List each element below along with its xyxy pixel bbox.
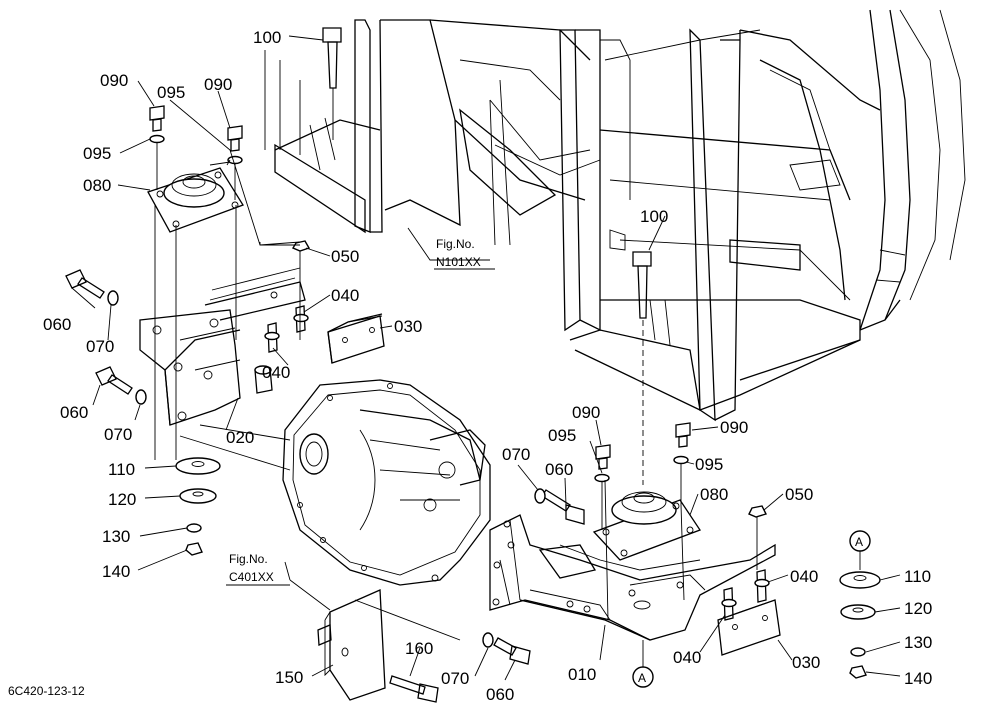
marker-a-detail: A — [855, 535, 863, 549]
fig-ref-left-line1: Fig.No. — [229, 552, 268, 566]
figure-references: Fig.No. N101XX Fig.No. C401XX — [226, 237, 495, 586]
detail-a-stack — [839, 571, 881, 679]
ref-110a: 110 — [108, 460, 135, 479]
ref-040a: 040 — [331, 286, 359, 305]
cover-plate-assembly — [289, 579, 461, 703]
ref-060b: 060 — [60, 403, 88, 422]
leader-lines — [71, 35, 901, 681]
fig-ref-top-line1: Fig.No. — [436, 237, 475, 251]
detail-markers: A A — [632, 530, 871, 688]
ref-090a: 090 — [100, 71, 128, 90]
ref-110b: 110 — [904, 567, 931, 586]
left-mount-assembly — [65, 27, 385, 556]
ref-020a: 020 — [226, 428, 254, 447]
ref-060c: 060 — [545, 460, 573, 479]
ref-090b: 090 — [204, 75, 232, 94]
ref-100a: 100 — [253, 28, 281, 47]
ref-150a: 150 — [275, 668, 303, 687]
marker-a-circle-detail — [849, 530, 871, 552]
ref-090d: 090 — [720, 418, 748, 437]
marker-a-circle-bracket — [632, 666, 654, 688]
ref-070d: 070 — [441, 669, 469, 688]
ref-095c: 095 — [548, 426, 576, 445]
ref-070b: 070 — [104, 425, 132, 444]
ref-060a: 060 — [43, 315, 71, 334]
reference-labels: 100 090 095 090 095 080 050 040 030 060 … — [43, 28, 932, 704]
ref-030a: 030 — [394, 317, 422, 336]
marker-a-bracket: A — [638, 671, 646, 685]
ref-130a: 130 — [102, 527, 130, 546]
ref-095a: 095 — [157, 83, 185, 102]
ref-050b: 050 — [785, 485, 813, 504]
ref-050a: 050 — [331, 247, 359, 266]
fig-ref-top-line2: N101XX — [436, 255, 481, 269]
ref-060d: 060 — [486, 685, 514, 704]
ref-160a: 160 — [405, 639, 433, 658]
fig-ref-left-line2: C401XX — [229, 570, 274, 584]
ref-100b: 100 — [640, 207, 668, 226]
ref-040c: 040 — [790, 567, 818, 586]
transmission-housing — [179, 379, 491, 586]
ref-140b: 140 — [904, 669, 932, 688]
ref-120b: 120 — [904, 599, 932, 618]
drawing-code: 6C420-123-12 — [8, 684, 85, 698]
ref-095b: 095 — [83, 144, 111, 163]
ref-040d: 040 — [673, 648, 701, 667]
ref-095d: 095 — [695, 455, 723, 474]
ref-040b: 040 — [262, 363, 290, 382]
ref-140a: 140 — [102, 562, 130, 581]
ref-070a: 070 — [86, 337, 114, 356]
ref-080a: 080 — [83, 176, 111, 195]
ref-090c: 090 — [572, 403, 600, 422]
ref-030b: 030 — [792, 653, 820, 672]
frame-assembly — [264, 9, 966, 422]
ref-010a: 010 — [568, 665, 596, 684]
ref-130b: 130 — [904, 633, 932, 652]
ref-120a: 120 — [108, 490, 136, 509]
ref-080b: 080 — [700, 485, 728, 504]
ref-070c: 070 — [502, 445, 530, 464]
right-mount-assembly — [482, 251, 781, 668]
